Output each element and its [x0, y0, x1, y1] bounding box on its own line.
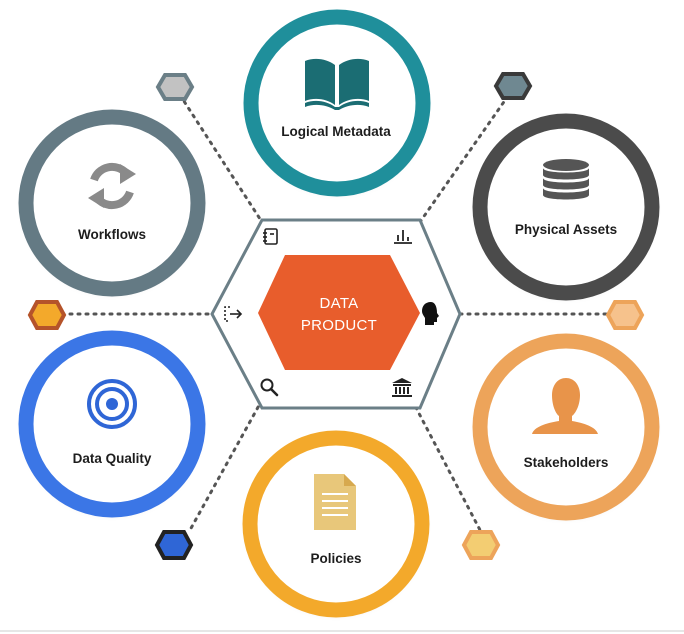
node-label: Physical Assets — [515, 222, 617, 237]
document-icon — [314, 474, 356, 530]
center-label-line2: PRODUCT — [301, 317, 377, 334]
node-label: Logical Metadata — [281, 124, 391, 139]
node-logical-metadata[interactable]: Logical Metadata — [243, 9, 431, 197]
notebook-icon — [263, 228, 278, 245]
small-hexagon-top-right — [493, 72, 533, 100]
node-stakeholders[interactable]: Stakeholders — [472, 333, 660, 521]
small-hexagon-left — [27, 300, 67, 330]
node-disc — [253, 19, 421, 187]
center-label-line1: DATA — [320, 295, 359, 312]
node-label: Policies — [310, 551, 361, 566]
bank-building-icon — [392, 378, 412, 397]
exit-arrow-icon — [224, 306, 243, 322]
node-ring — [242, 430, 430, 618]
small-hexagon-bottom-left — [154, 530, 194, 560]
connector-line-bottom-left — [188, 398, 264, 532]
node-physical-assets[interactable]: Physical Assets — [472, 113, 660, 301]
small-hexagon-right — [605, 300, 645, 330]
node-label: Workflows — [78, 227, 146, 242]
node-data-quality[interactable]: Data Quality — [18, 330, 206, 518]
connector-line-bottom-right — [410, 398, 482, 532]
node-workflows[interactable]: Workflows — [18, 109, 206, 297]
node-ring — [472, 113, 660, 301]
node-ring — [472, 333, 660, 521]
node-disc — [482, 123, 650, 291]
database-icon — [543, 159, 589, 200]
person-icon — [532, 378, 598, 434]
node-label: Data Quality — [73, 451, 152, 466]
refresh-cycle-icon — [88, 162, 136, 210]
center-hexagon — [258, 255, 420, 370]
chart-bars-icon — [394, 230, 412, 244]
connector-line-top-right — [418, 94, 510, 224]
node-ring — [243, 9, 431, 197]
node-label: Stakeholders — [524, 455, 609, 470]
magnifier-icon — [260, 378, 279, 397]
small-hexagons — [27, 72, 645, 560]
connector-lines — [60, 93, 614, 532]
head-silhouette-icon — [422, 302, 439, 325]
book-icon — [305, 58, 369, 110]
small-hexagon-bottom-right — [461, 530, 501, 560]
target-icon — [87, 379, 137, 429]
small-hexagon-top-left — [155, 73, 195, 101]
node-ring — [18, 330, 206, 518]
node-disc — [28, 340, 196, 508]
node-ring — [18, 109, 206, 297]
node-policies[interactable]: Policies — [242, 430, 430, 618]
connector-line-top-left — [178, 93, 264, 224]
